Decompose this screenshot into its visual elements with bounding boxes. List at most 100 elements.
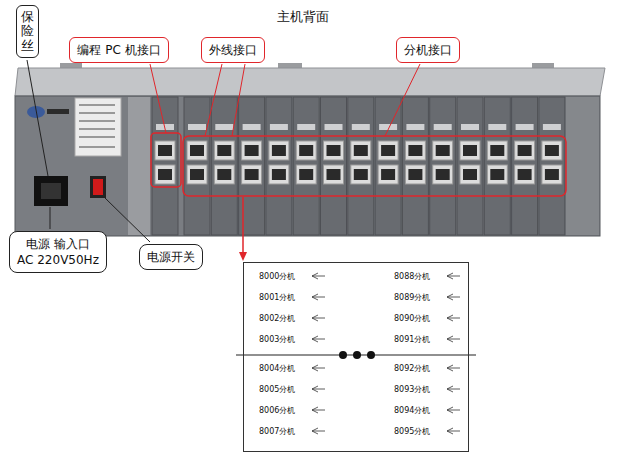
sticker-line <box>79 136 115 138</box>
slot-tag <box>461 124 479 130</box>
jack-symbol <box>312 386 325 392</box>
leader-line <box>150 64 166 133</box>
fuse-callout: 保险丝 <box>16 5 39 58</box>
rj-jack <box>158 145 172 156</box>
rj-jack <box>299 169 313 180</box>
extension-label: 8004分机 <box>259 364 295 374</box>
slot-face <box>484 97 510 235</box>
ellipsis-dot <box>339 351 347 359</box>
extension-label: 8095分机 <box>394 427 430 437</box>
slot-tag <box>243 124 261 130</box>
rj-port <box>487 141 507 160</box>
extension-label: 8002分机 <box>259 314 295 324</box>
rj-port <box>405 165 425 184</box>
leader-line <box>50 207 51 229</box>
trunk-port-callout: 外线接口 <box>201 37 265 63</box>
diagram-title: 主机背面 <box>277 8 329 26</box>
callout-text: AC 220V50Hz <box>17 252 99 268</box>
slot-tag <box>188 124 206 130</box>
jack-symbol <box>312 336 325 342</box>
power-switch-callout: 电源开关 <box>139 244 203 270</box>
rj-port <box>155 165 175 184</box>
power-inlet-callout: 电源 输入口AC 220V50Hz <box>9 231 107 273</box>
card-slot <box>293 97 319 235</box>
card-slot <box>430 97 456 235</box>
rj-port <box>460 141 480 160</box>
jack-symbol <box>312 428 325 434</box>
blank-slot <box>128 97 150 235</box>
jack-symbols <box>312 273 460 434</box>
callout-text: 分机接口 <box>404 42 452 58</box>
rj-jack <box>381 169 395 180</box>
red-arrow-shaft <box>242 197 244 253</box>
rj-port <box>242 165 262 184</box>
rj-port <box>351 165 371 184</box>
slot-face <box>266 97 292 235</box>
rj-jack <box>327 169 341 180</box>
slot-face <box>430 97 456 235</box>
card-slot <box>348 97 374 235</box>
slot-face <box>321 97 347 235</box>
jack-symbol <box>447 315 460 321</box>
rj-port <box>269 165 289 184</box>
rj-port <box>378 165 398 184</box>
rj-port <box>187 141 207 160</box>
slot-tag <box>297 124 315 130</box>
jack-symbol <box>312 315 325 321</box>
callout-text: 编程 PC 机接口 <box>77 42 160 58</box>
callout-text: 电源 输入口 <box>17 236 99 252</box>
slot-face <box>402 97 428 235</box>
rating-sticker <box>75 98 121 156</box>
rj-port <box>433 165 453 184</box>
rj-port <box>242 141 262 160</box>
rj-jack <box>245 169 259 180</box>
jack-symbol <box>447 386 460 392</box>
rj-jack <box>327 145 341 156</box>
jack-symbol <box>312 294 325 300</box>
ellipsis-dot <box>367 351 375 359</box>
rj-jack <box>436 169 450 180</box>
extension-label: 8007分机 <box>259 427 295 437</box>
leader-line <box>232 64 245 136</box>
slot-tag <box>516 124 534 130</box>
rj-jack <box>463 169 477 180</box>
rj-port <box>324 141 344 160</box>
rj-port <box>433 141 453 160</box>
slot-face <box>211 97 237 235</box>
rj-jack <box>408 145 422 156</box>
red-arrow-head <box>239 252 247 261</box>
jack-symbol <box>447 365 460 371</box>
rj-port <box>405 141 425 160</box>
slot-face <box>152 97 178 235</box>
slot-tag <box>325 124 343 130</box>
extension-label: 8001分机 <box>259 293 295 303</box>
rj-jack <box>245 145 259 156</box>
slot-tag <box>270 124 288 130</box>
rj-port <box>296 165 316 184</box>
extension-port-callout: 分机接口 <box>396 37 460 63</box>
slot-face <box>539 97 565 235</box>
power-switch <box>90 176 106 198</box>
slot-face <box>375 97 401 235</box>
jack-symbol <box>447 407 460 413</box>
leader-line <box>205 64 222 136</box>
card-slot <box>321 97 347 235</box>
rj-port <box>515 141 535 160</box>
rj-port <box>214 141 234 160</box>
rj-jack <box>518 145 532 156</box>
card-slot <box>375 97 401 235</box>
card-slot <box>184 97 210 235</box>
slot-face <box>293 97 319 235</box>
rj-jack <box>354 145 368 156</box>
sticker-line <box>79 112 115 114</box>
slot-tag <box>215 124 233 130</box>
rj-jack <box>190 169 204 180</box>
back-panel <box>15 96 600 236</box>
pc-port-callout: 编程 PC 机接口 <box>69 37 168 63</box>
sticker-line <box>79 120 115 122</box>
rj-port <box>515 165 535 184</box>
rj-jack <box>408 169 422 180</box>
switch-rocker <box>93 179 103 195</box>
rj-jack <box>217 169 231 180</box>
